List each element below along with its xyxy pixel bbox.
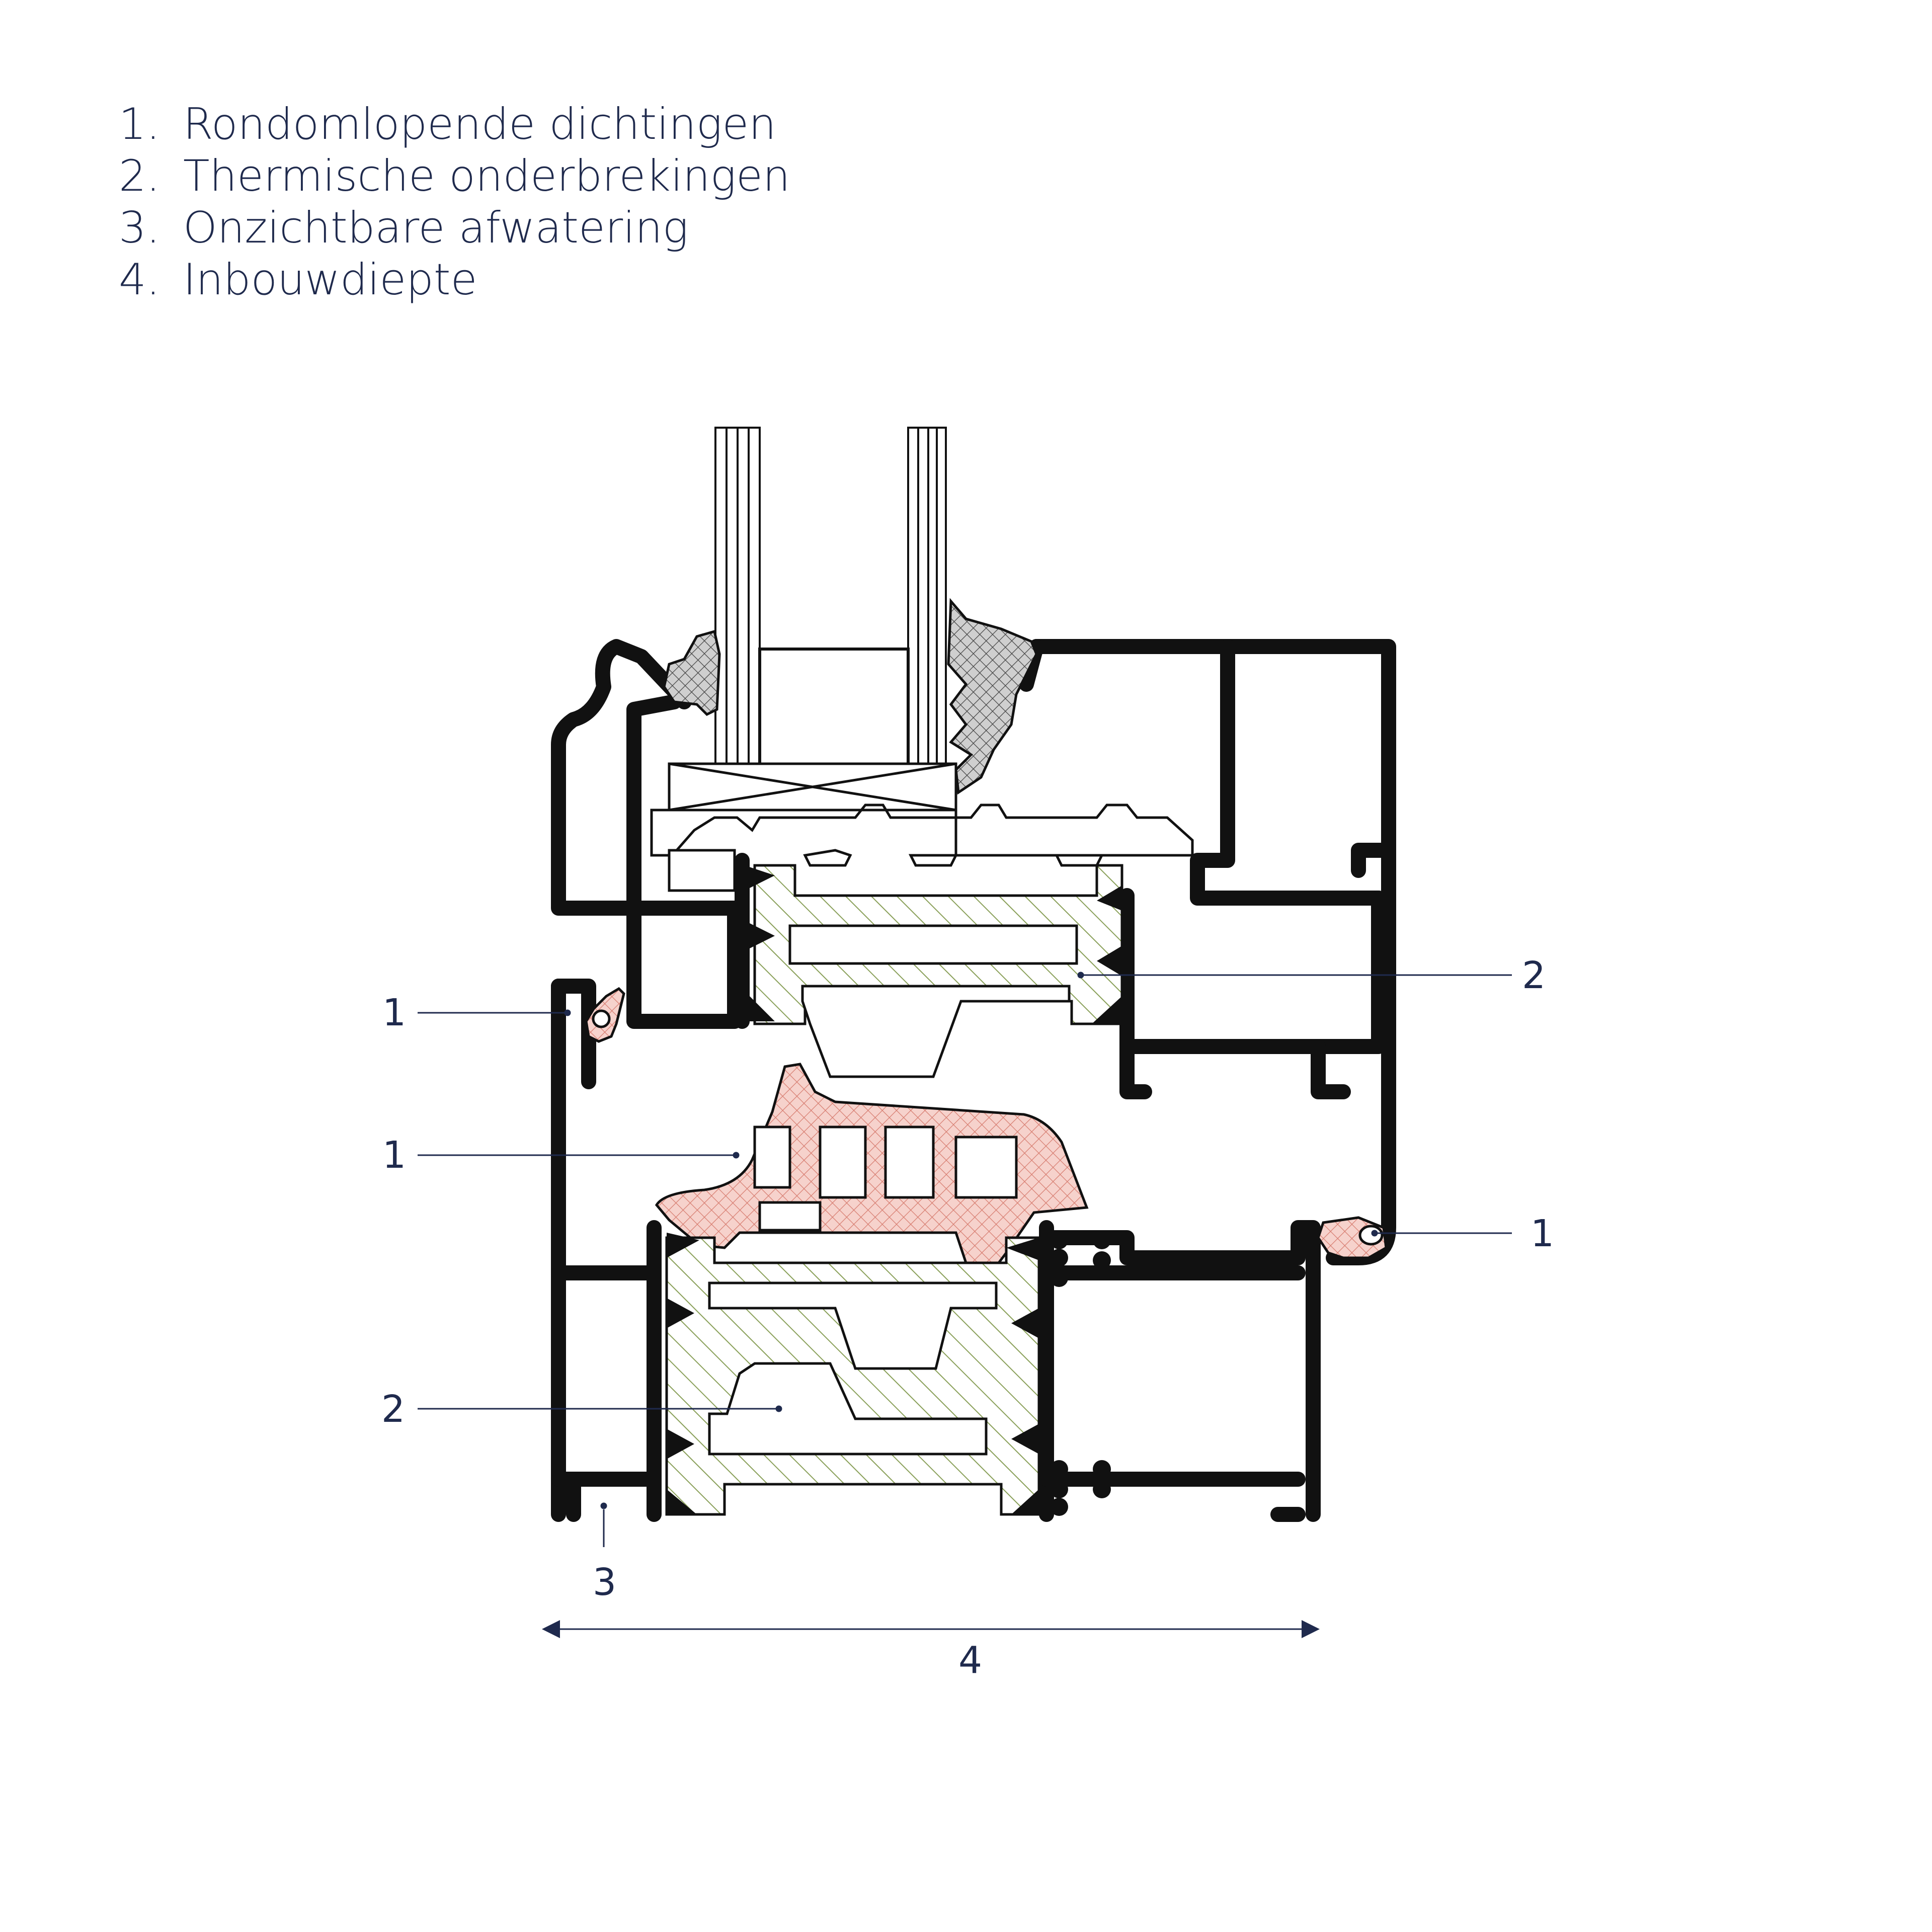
callout-gasket-mid: 1: [382, 1134, 406, 1177]
callout-drain: 3: [593, 1561, 616, 1604]
glazing-gasket-right: [947, 598, 1038, 795]
glass-panes: [714, 427, 947, 771]
legend-text: Onzichtbare afwatering: [183, 203, 689, 253]
thermal-break-upper-clips: [803, 849, 1104, 867]
thermal-break-upper-chamber: [788, 924, 1078, 965]
legend-text: Rondomlopende dichtingen: [183, 99, 776, 149]
callout-break-left: 2: [381, 1388, 405, 1431]
glass-spacer: [758, 648, 910, 771]
thermal-break-lower-channel-top: [708, 1281, 998, 1370]
scalloped-insert: [1050, 1231, 1111, 1516]
glazing-bead-foot: [668, 849, 736, 892]
callout-gasket-left: 1: [382, 991, 406, 1034]
legend-item-1: 1. Rondomlopende dichtingen: [119, 99, 790, 150]
thermal-break-lower-channel-bottom: [708, 1362, 988, 1456]
centre-gasket: [655, 1063, 1089, 1264]
legend-text: Thermische onderbrekingen: [183, 151, 790, 201]
callout-depth: 4: [958, 1639, 982, 1682]
legend-list: 1. Rondomlopende dichtingen 2. Thermische …: [119, 99, 790, 306]
aluminium-frame: [551, 639, 1396, 1522]
legend-item-3: 3. Onzichtbare afwatering: [119, 202, 790, 254]
glazing-support-profile: [650, 803, 1194, 857]
legend-item-2: 2. Thermische onderbrekingen: [119, 150, 790, 202]
glazing-gasket-left: [663, 629, 721, 716]
black-wedges-lower: [667, 1233, 1039, 1514]
legend-number: 4.: [119, 255, 160, 305]
thermal-break-lower: [665, 1236, 1040, 1516]
callout-leaders: [418, 972, 1512, 1638]
legend-number: 1.: [119, 99, 160, 149]
gasket-right-core: [1358, 1225, 1384, 1246]
centre-gasket-chambers: [753, 1125, 1018, 1232]
gasket-left-core: [592, 1009, 611, 1028]
thermal-break-upper-channel: [801, 985, 1071, 1078]
glazing-block: [668, 762, 957, 812]
legend-item-4: 4. Inbouwdiepte: [119, 254, 790, 306]
callout-gasket-right: 1: [1531, 1212, 1554, 1255]
callout-break-right: 2: [1522, 954, 1546, 997]
black-wedges-upper: [745, 865, 1122, 1024]
legend-number: 3.: [119, 203, 160, 253]
legend-number: 2.: [119, 151, 160, 201]
legend-text: Inbouwdiepte: [183, 255, 477, 305]
